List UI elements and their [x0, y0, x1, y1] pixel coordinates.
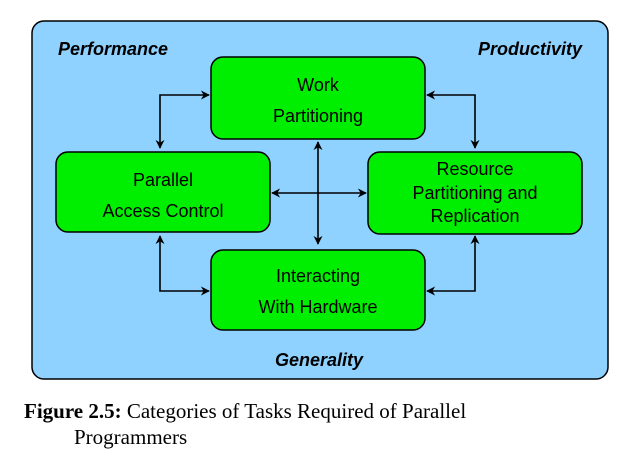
box-label-line: Work [297, 75, 340, 95]
box-label-line: Interacting [276, 266, 360, 286]
performance-label: Performance [58, 39, 168, 59]
interacting-with-hardware-box: Interacting With Hardware [210, 249, 426, 331]
caption-line: Figure 2.5: Categories of Tasks Required… [24, 398, 570, 424]
arrow-access-to-hardware [155, 235, 210, 296]
resource-partitioning-box: Resource Partitioning and Replication [367, 151, 583, 235]
box-label-line: Access Control [102, 201, 223, 221]
connector-arrows [155, 90, 480, 296]
productivity-label: Productivity [478, 39, 583, 59]
caption-line: Programmers [74, 424, 620, 450]
box-label-line: Partitioning [273, 106, 363, 126]
caption-text: Categories of Tasks Required of Parallel [126, 399, 467, 423]
parallel-access-control-box: Parallel Access Control [55, 151, 271, 233]
work-partitioning-box: Work Partitioning [210, 56, 426, 140]
arrow-work-to-resource [426, 90, 480, 149]
box-label-line: Partitioning and [412, 183, 537, 203]
task-categories-diagram: Performance Productivity Generality Work… [31, 20, 609, 380]
box-label-line: With Hardware [258, 297, 377, 317]
box-label-line: Resource [436, 159, 513, 179]
arrow-resource-to-hardware [426, 235, 480, 296]
generality-label: Generality [275, 350, 364, 370]
arrow-work-to-access [155, 90, 210, 149]
box-label-line: Replication [430, 206, 519, 226]
caption-label: Figure 2.5: [24, 399, 122, 423]
figure-caption: Figure 2.5: Categories of Tasks Required… [24, 398, 620, 450]
caption-text-continued: Programmers [74, 425, 188, 449]
box-label-line: Parallel [133, 170, 193, 190]
